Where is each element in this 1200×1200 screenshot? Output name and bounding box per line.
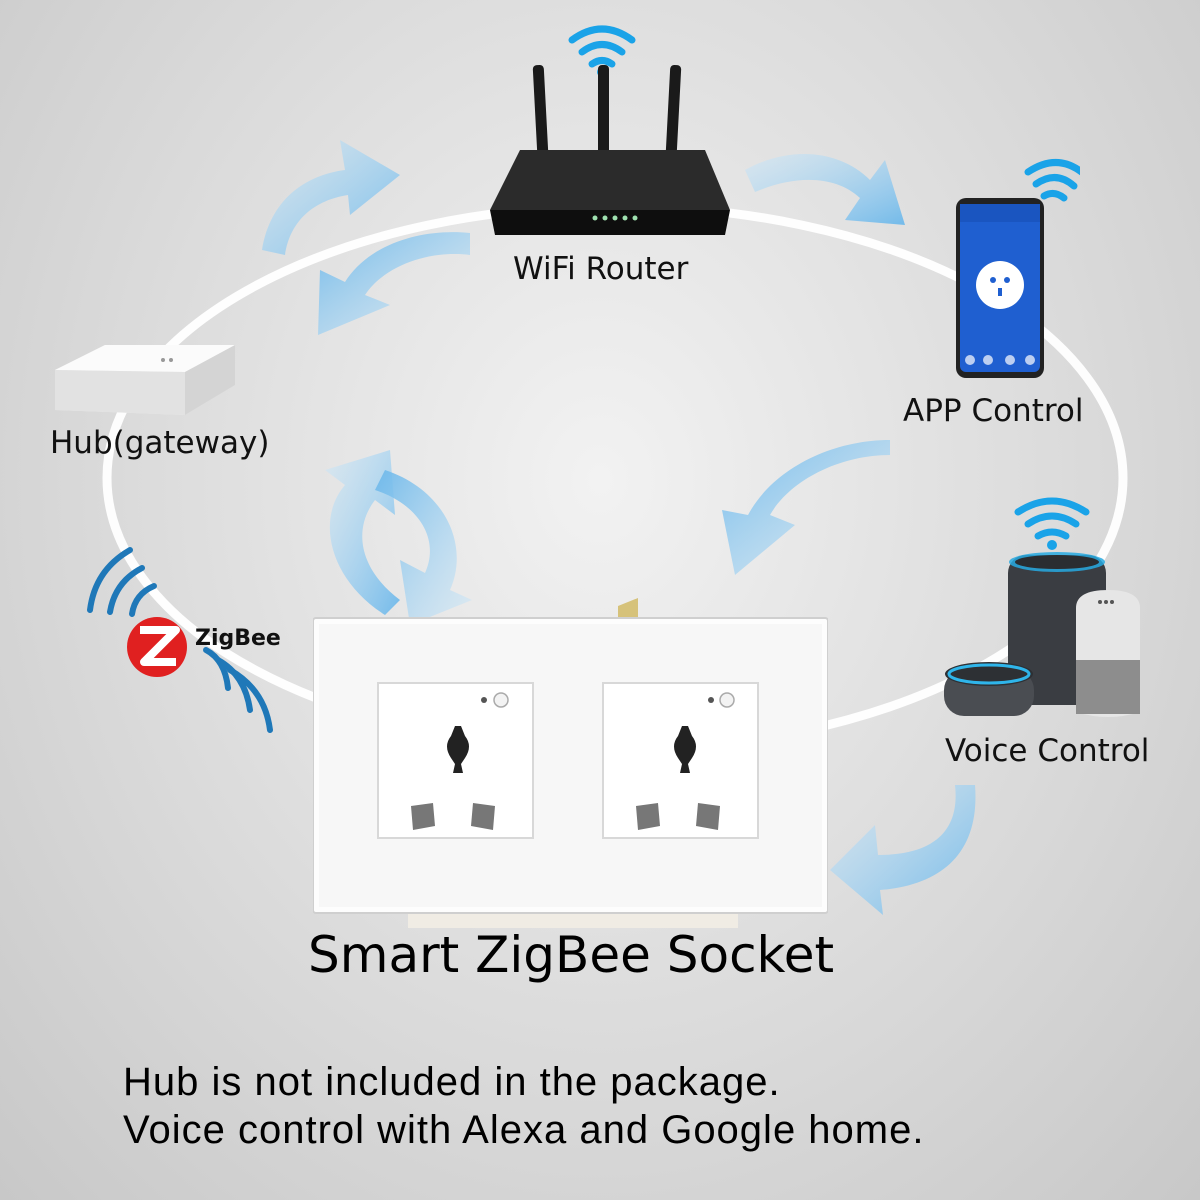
note-voice: Voice control with Alexa and Google home… [123,1108,925,1152]
wifi-signal-icon [1024,159,1088,202]
router-label: WiFi Router [513,251,689,287]
app-phone [950,150,1088,380]
socket-icon [976,261,1024,309]
outlet-left [377,682,534,839]
arrow-hub-to-router [262,140,400,255]
hub-label: Hub(gateway) [50,425,270,461]
zigbee-logo [80,530,290,750]
voice-speakers [940,490,1145,730]
arrow-router-to-app [745,153,905,225]
wifi-signal-icon [1014,497,1090,540]
wifi-router [480,10,740,250]
arrow-hub-to-socket [375,470,472,625]
hub-gateway [45,330,245,425]
app-label: APP Control [903,393,1084,429]
product-title: Smart ZigBee Socket [308,926,835,984]
note-hub: Hub is not included in the package. [123,1060,781,1104]
arrow-voice-to-socket [830,785,976,915]
smart-socket-panel [312,598,829,928]
arrow-router-to-hub [318,232,470,335]
zigbee-label: ZigBee [195,626,281,651]
arrow-app-to-socket [722,440,890,575]
outlet-right [602,682,759,839]
wifi-signal-icon [568,25,636,68]
voice-label: Voice Control [945,733,1150,769]
